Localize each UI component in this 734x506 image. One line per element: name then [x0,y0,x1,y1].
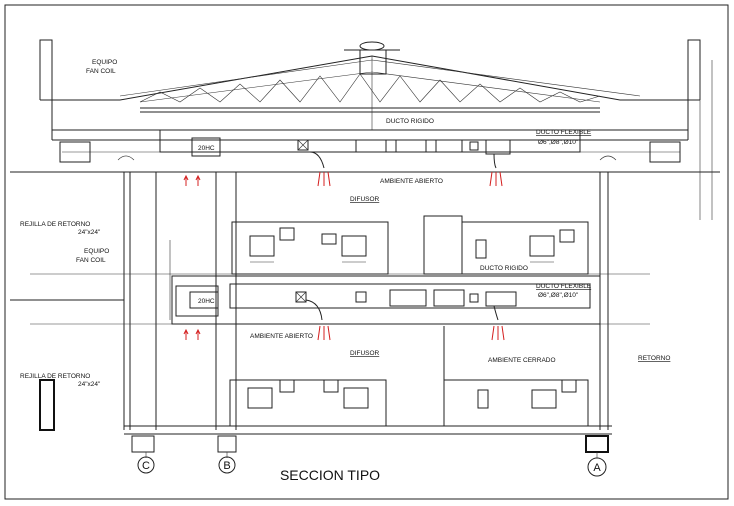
label-ambiente-cerrado: AMBIENTE CERRADO [488,357,556,364]
upper-office [231,215,589,275]
airflow-arrows [183,171,505,341]
fan-coil-sides [59,141,681,163]
label-ambiente-abierto-top: AMBIENTE ABIERTO [380,178,443,185]
label-ducto-rigido-top: DUCTO RIGIDO [386,118,434,125]
building-shell [10,60,713,435]
label-fan-coil-top: FAN COIL [86,68,116,75]
return-grille [39,379,55,431]
axis-c-label: C [142,460,150,472]
label-difusor-top: DIFUSOR [350,196,380,203]
label-ducto-flexible-mid: DUCTO FLEXIBLE [536,283,592,290]
upper-duct [159,129,581,169]
axis-b-bubble [218,456,236,474]
page-title: SECCION TIPO [280,467,380,483]
axis-markers: C B A [137,456,607,477]
middle-duct [169,240,601,325]
unit-top-label: 20HC [198,145,215,152]
label-rejilla-size-top: 24"x24" [78,229,101,236]
axis-a-label: A [593,462,601,474]
label-rejilla-size-bottom: 24"x24" [78,381,101,388]
sheet-frame [4,4,729,500]
label-equipo-top: EQUIPO [92,59,117,66]
label-equipo-mid: EQUIPO [84,248,109,255]
lower-office [229,326,589,427]
label-rejilla-bottom: REJILLA DE RETORNO [20,373,90,380]
footings [131,435,609,458]
axis-a-bubble [587,457,607,477]
axis-c-bubble [137,456,155,474]
label-ducto-rigido-mid: DUCTO RIGIDO [480,265,528,272]
axis-b-label: B [223,460,230,472]
label-ambiente-abierto-mid: AMBIENTE ABIERTO [250,333,313,340]
label-diam-mid: Ø6",Ø8",Ø10" [538,292,579,299]
label-ducto-flexible-top: DUCTO FLEXIBLE [536,129,592,136]
label-diam-top: Ø6",Ø8",Ø10" [538,139,579,146]
unit-mid-label: 20HC [198,298,215,305]
label-difusor-mid: DIFUSOR [350,350,380,357]
label-fan-coil-mid: FAN COIL [76,257,106,264]
label-rejilla-top: REJILLA DE RETORNO [20,221,90,228]
label-retorno: RETORNO [638,355,670,362]
